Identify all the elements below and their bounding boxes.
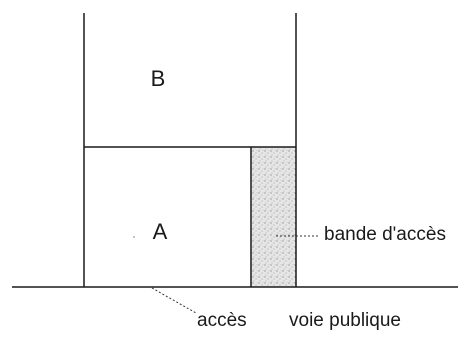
access-strip — [251, 147, 296, 287]
access-strip-label: bande d'accès — [324, 224, 446, 245]
parcel-b-label: B — [151, 66, 166, 91]
access-leader-line — [151, 287, 197, 314]
access-label: accès — [197, 310, 247, 331]
parcel-a-label: A — [153, 219, 168, 244]
public-road-label: voie publique — [289, 310, 401, 331]
